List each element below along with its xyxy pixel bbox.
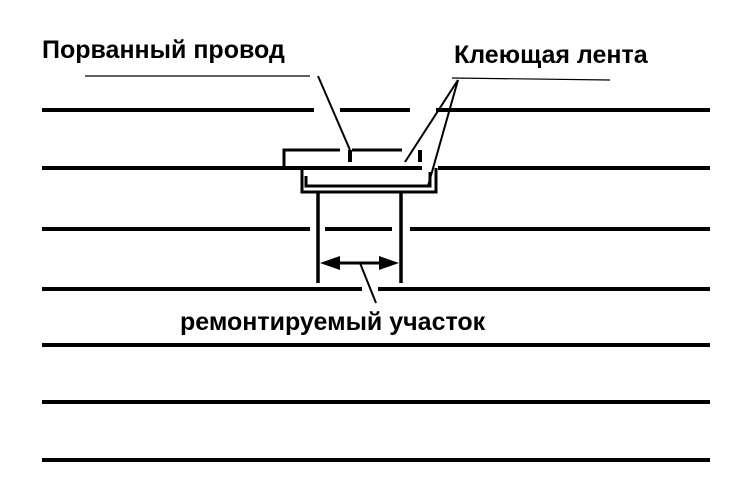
adhesive-tape-label: Клеющая лента (454, 41, 649, 69)
adhesive-tape-upper (282, 148, 402, 168)
adhesive-tape-lower (300, 168, 438, 194)
repair-section-leader (359, 262, 377, 304)
adhesive-tape-lower-inner (304, 172, 432, 188)
adhesive-tape-leader-1 (404, 79, 459, 163)
repair-section-label: ремонтируемый участок (180, 308, 486, 336)
torn-wire-label: Порванный провод (42, 36, 285, 64)
adhesive-tape-leader-2 (427, 79, 459, 187)
torn-wire-leader (317, 75, 351, 151)
adhesive-tape-label-underline (451, 77, 611, 81)
repair-section-arrow (320, 256, 399, 270)
